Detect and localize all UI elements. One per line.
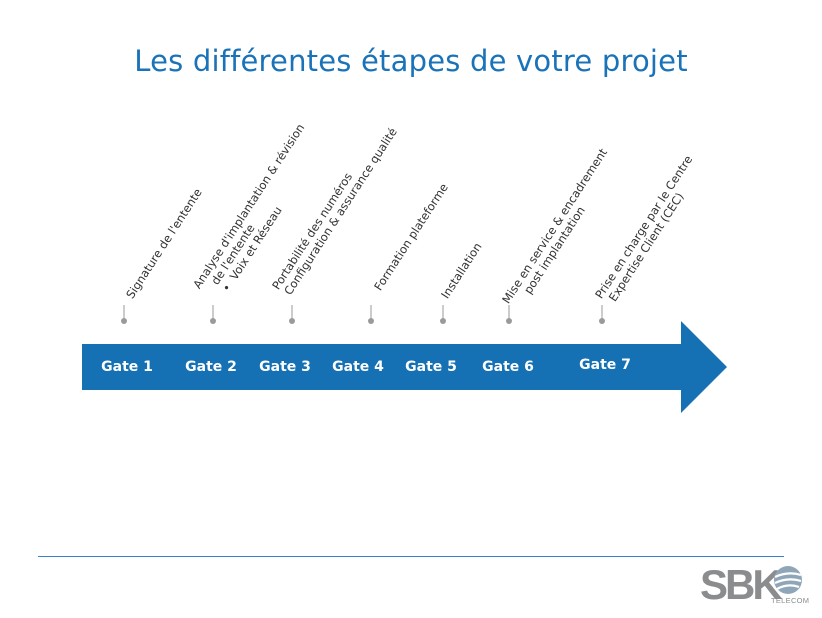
- gate-label: Gate 2: [185, 359, 237, 375]
- step-marker-line: [212, 305, 214, 319]
- step-marker-dot: [210, 318, 216, 324]
- gate-label: Gate 5: [405, 359, 457, 375]
- footer-divider: [38, 556, 784, 557]
- logo-text: SBK: [700, 561, 783, 608]
- step-marker-line: [442, 305, 444, 319]
- gate-label: Gate 4: [332, 359, 384, 375]
- timeline-arrow-shape: [82, 321, 727, 413]
- step-marker-line: [370, 305, 372, 319]
- globe-icon: [774, 566, 802, 594]
- step-marker-line: [601, 305, 603, 319]
- step-marker-dot: [506, 318, 512, 324]
- step-marker-line: [123, 305, 125, 319]
- step-marker-dot: [121, 318, 127, 324]
- gate-label: Gate 1: [101, 359, 153, 375]
- step-marker-dot: [368, 318, 374, 324]
- page-title: Les différentes étapes de votre projet: [134, 44, 688, 78]
- step-marker-line: [508, 305, 510, 319]
- company-logo: SBK TELECOM: [700, 560, 810, 610]
- gate-label: Gate 3: [259, 359, 311, 375]
- step-marker-dot: [599, 318, 605, 324]
- gate-label: Gate 7: [579, 357, 631, 373]
- step-marker-dot: [289, 318, 295, 324]
- step-marker-line: [291, 305, 293, 319]
- logo-subtext: TELECOM: [771, 596, 810, 605]
- gate-label: Gate 6: [482, 359, 534, 375]
- step-marker-dot: [440, 318, 446, 324]
